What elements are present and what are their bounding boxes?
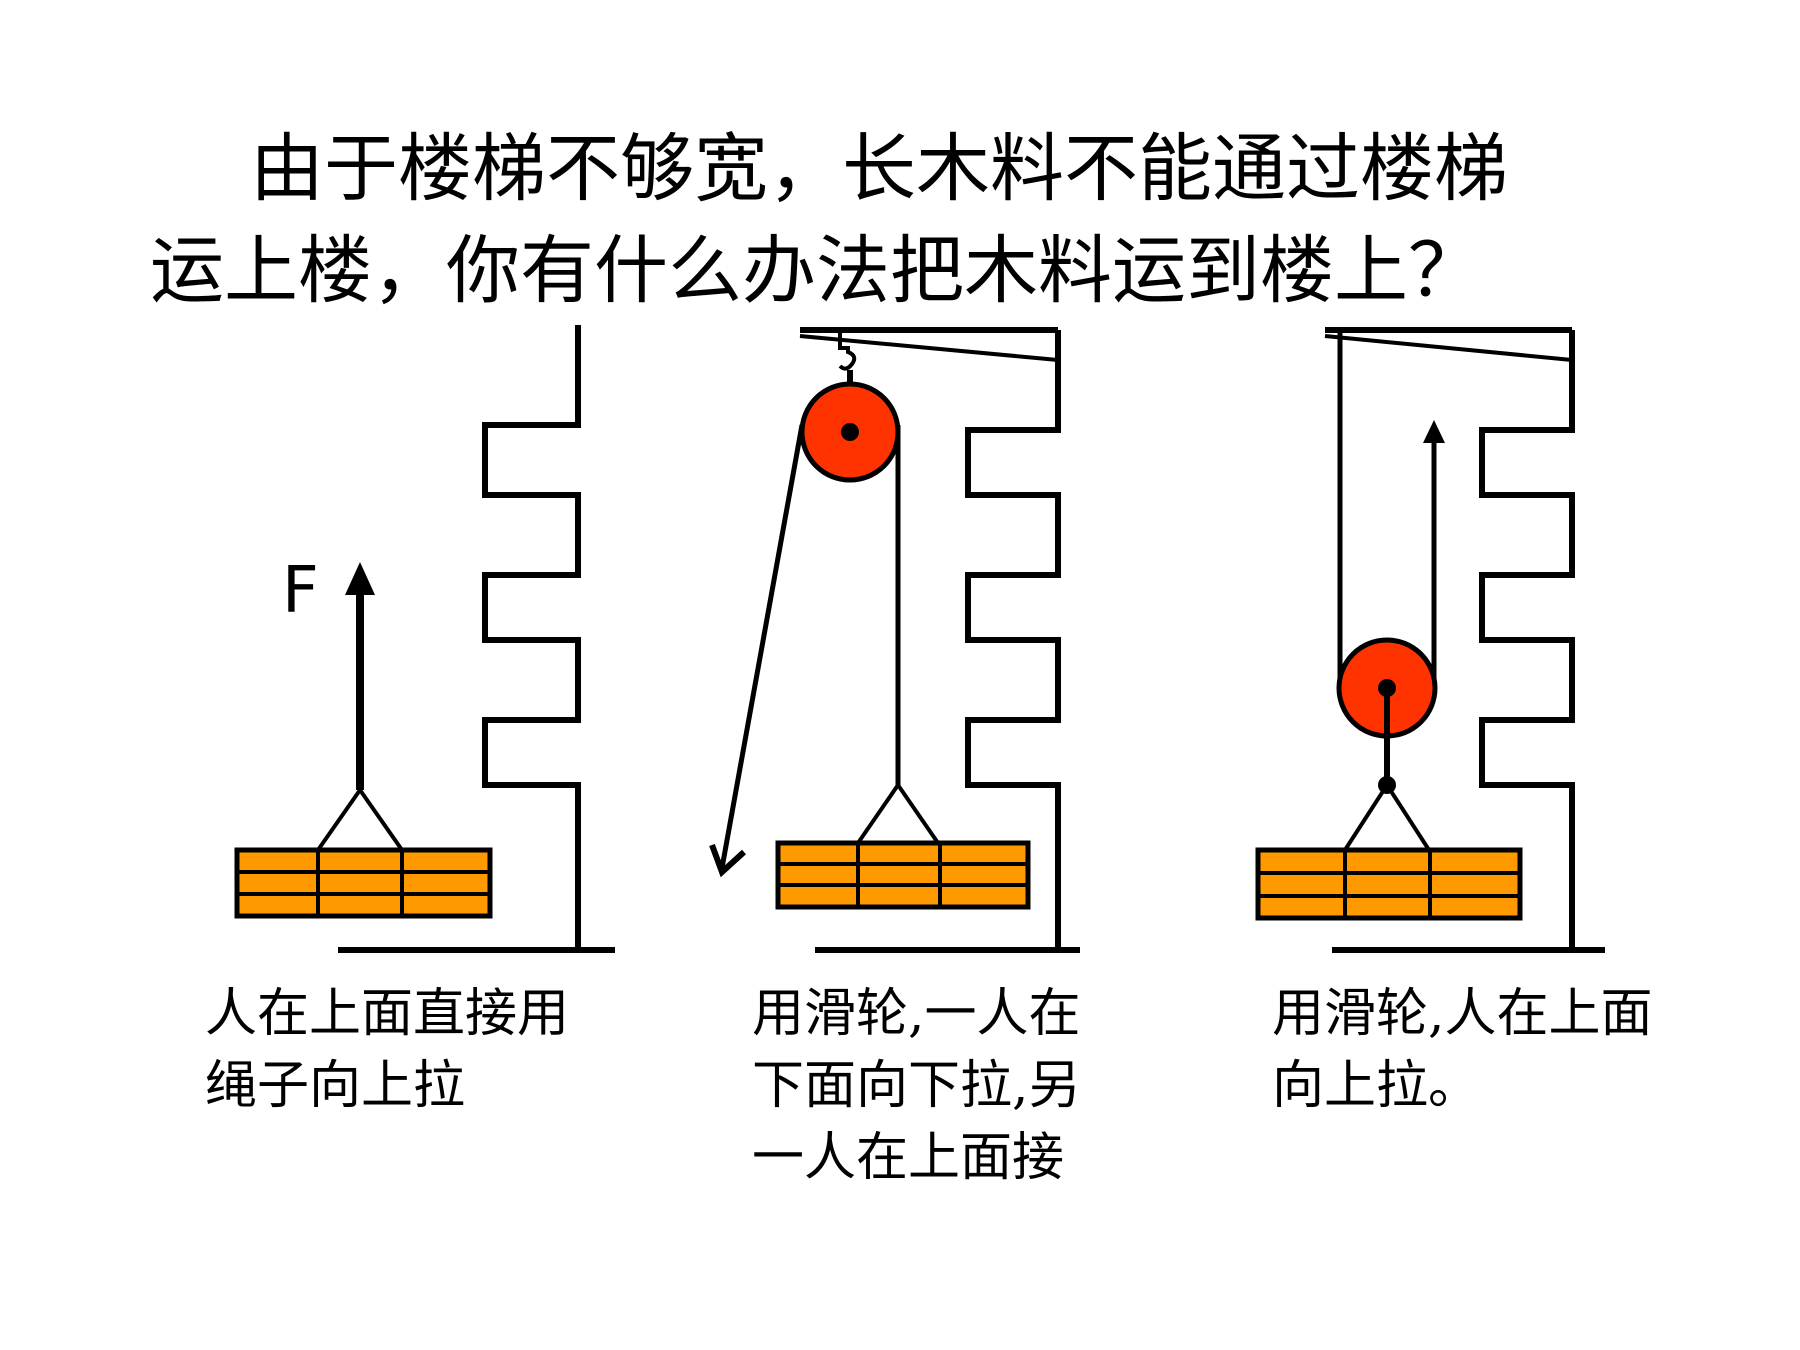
- caption-line: 向上拉。: [1272, 1056, 1481, 1116]
- building-wall-3: [1479, 330, 1575, 950]
- caption-panel-2: 用滑轮,一人在 下面向下拉,另 一人在上面接: [752, 978, 1081, 1194]
- question-line-1: 由于楼梯不够宽，长木料不能通过楼梯: [250, 126, 1508, 212]
- sling-rope-3: [1343, 781, 1431, 852]
- caption-line: 人在上面直接用: [205, 984, 570, 1044]
- caption-line: 下面向下拉,另: [752, 1056, 1081, 1116]
- roof-brace-3: [1324, 334, 1573, 362]
- sling-rope-2: [856, 781, 940, 845]
- lumber-bundle-1: [234, 847, 493, 919]
- question-text: 由于楼梯不够宽，长木料不能通过楼梯 运上楼，你有什么办法把木料运到楼上？: [150, 118, 1670, 322]
- sling-rope-1: [316, 786, 404, 852]
- caption-panel-1: 人在上面直接用 绳子向上拉: [205, 978, 569, 1122]
- panel-2-fixed-pulley: [709, 327, 1080, 953]
- caption-line: 用滑轮,一人在: [752, 984, 1081, 1044]
- pull-arrow-head-3: [1423, 420, 1445, 443]
- question-line-2: 运上楼，你有什么办法把木料运到楼上？: [150, 228, 1482, 314]
- building-wall-1: [482, 325, 581, 950]
- caption-line: 用滑轮,人在上面: [1272, 984, 1653, 1044]
- caption-panel-3: 用滑轮,人在上面 向上拉。: [1272, 978, 1653, 1122]
- roof-brace-2: [799, 334, 1059, 362]
- fixed-pulley-axle: [841, 423, 859, 441]
- lumber-bundle-3: [1255, 847, 1523, 921]
- panel-1-direct-pull: F: [234, 325, 615, 953]
- force-label-f: F: [282, 554, 319, 628]
- panel-3-movable-pulley: [1255, 327, 1605, 953]
- building-wall-2: [965, 330, 1061, 950]
- caption-line: 绳子向上拉: [205, 1056, 466, 1116]
- pull-rope-arrowhead: [709, 843, 747, 878]
- lumber-bundle-2: [775, 840, 1031, 910]
- force-arrow-head: [345, 562, 375, 595]
- caption-line: 一人在上面接: [752, 1128, 1065, 1188]
- pulley-hook-2: [838, 333, 857, 371]
- pull-rope-down: [719, 424, 805, 869]
